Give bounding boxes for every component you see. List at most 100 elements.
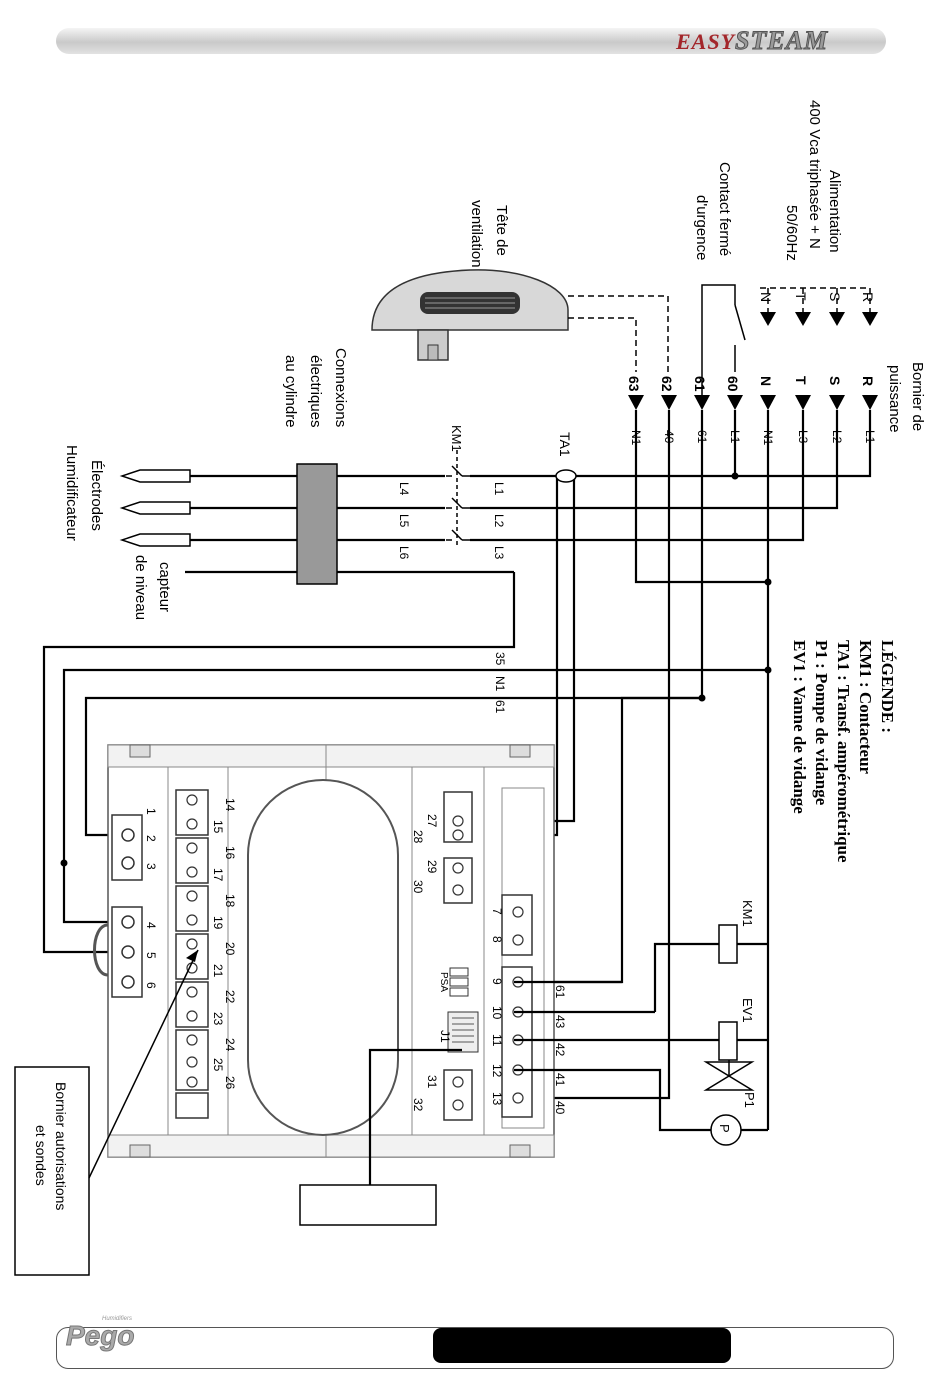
label-capteur-1: capteur [156,562,173,612]
phase-r: R [860,292,876,302]
bt-14: 14 [223,798,237,812]
bt-24: 24 [223,1038,237,1052]
footer-logo: Pego [65,1320,135,1352]
phase-s: S [827,292,843,301]
label-contact-2: d'urgence [693,195,710,260]
footer-bar [56,1327,894,1369]
pump-letter: P [717,1124,732,1133]
bt-1: 1 [144,808,158,815]
arrow-t [795,312,811,326]
bt-15: 15 [211,820,225,834]
km1-label: KM1 [449,425,464,452]
empty-label-box [299,1184,437,1226]
control-board [93,744,555,1158]
bt-26: 26 [223,1076,237,1090]
contactor-km1: KM1 L1 L2 L3 L4 L5 L6 [397,425,506,560]
bt-17: 17 [211,868,225,882]
coil-km1-label: KM1 [740,900,755,927]
bt-9: 9 [490,978,504,985]
legend-title: LÉGENDE : [878,640,897,733]
km1-out-2: L5 [397,514,411,528]
sw-n1: N1 [493,676,507,692]
bt-13: 13 [490,1092,504,1106]
bt-23: 23 [211,1012,225,1026]
km1-out-1: L4 [397,482,411,496]
pt-s: S [827,376,843,385]
ta1-label: TA1 [557,432,573,457]
brand-main: STEAM [735,26,829,56]
callout-box [14,1066,90,1276]
label-electrodes-1: Électrodes [88,460,105,531]
label-connexions-2: électriques [307,355,324,428]
electrodes [119,469,191,547]
bt-12: 12 [490,1064,504,1078]
bt-8: 8 [490,936,504,943]
pt-62: 62 [659,376,675,392]
km1-coil: KM1 [718,900,755,964]
pt-r: R [860,376,876,386]
bt-29: 29 [425,860,439,874]
bt-21: 21 [211,964,225,978]
pt-63: 63 [626,376,642,392]
bt-20: 20 [223,942,237,956]
j1-label: J1 [438,1030,452,1043]
legend-line-3: P1 : Pompe de vidange [812,640,831,806]
bt-18: 18 [223,894,237,908]
arrow-n [760,312,776,326]
p1-label: P1 [742,1092,757,1108]
pt-n: N [758,376,774,386]
ow-42: 42 [553,1043,567,1057]
pt-61: 61 [692,376,708,392]
label-connexions-1: Connexions [332,348,349,427]
label-electrodes-2: Humidificateur [63,445,80,541]
bt-27: 27 [425,814,439,828]
psa-label: PSA [438,972,449,992]
ev1-label: EV1 [740,998,755,1023]
label-alim-2: 400 Vca triphasée + N [806,100,823,249]
cylinder-connector [296,463,338,585]
km1-out-3: L6 [397,546,411,560]
arrow-r [862,312,878,326]
label-alim-1: Alimentation [826,170,843,253]
label-bornier-1: Bornier de [909,362,926,431]
legend-line-2: TA1 : Transf. ampérométrique [834,640,853,863]
bt-31: 31 [425,1075,439,1089]
bt-11: 11 [490,1034,504,1047]
brand-logo: EASYSTEAM [676,26,828,56]
ow-61: 61 [553,985,567,999]
ev1-valve: EV1 [703,998,755,1091]
ct-ta1: TA1 [555,432,577,483]
bt-3: 3 [144,863,158,870]
bt-16: 16 [223,846,237,860]
phase-t: T [793,292,809,301]
pt-t: T [793,376,809,385]
bt-4: 4 [144,922,158,929]
bt-2: 2 [144,835,158,842]
ow-41: 41 [553,1073,567,1087]
bt-19: 19 [211,916,225,930]
callout-text-2: et sondes [33,1125,49,1186]
label-connexions-3: au cylindre [282,355,299,428]
km1-in-1: L1 [492,482,506,496]
label-bornier-2: puissance [886,365,903,433]
label-capteur-2: de niveau [132,555,149,620]
bt-32: 32 [411,1098,425,1112]
km1-in-3: L3 [492,546,506,560]
phase-n: N [758,292,774,302]
sw-35: 35 [493,652,507,666]
brand-prefix: EASY [676,29,736,54]
bt-22: 22 [223,990,237,1004]
legend-line-1: KM1 : Contacteur [856,640,875,775]
ow-40: 40 [553,1101,567,1115]
sw-61: 61 [493,700,507,714]
bt-5: 5 [144,952,158,959]
label-tete-1: Tête de [493,205,510,256]
arrow-s [829,312,845,326]
p1-pump: P P1 [710,1092,757,1146]
bt-10: 10 [490,1006,504,1020]
bt-25: 25 [211,1058,225,1072]
label-tete-2: ventilation [468,200,485,268]
bt-6: 6 [144,982,158,989]
label-contact-1: Contact fermé [716,162,733,256]
